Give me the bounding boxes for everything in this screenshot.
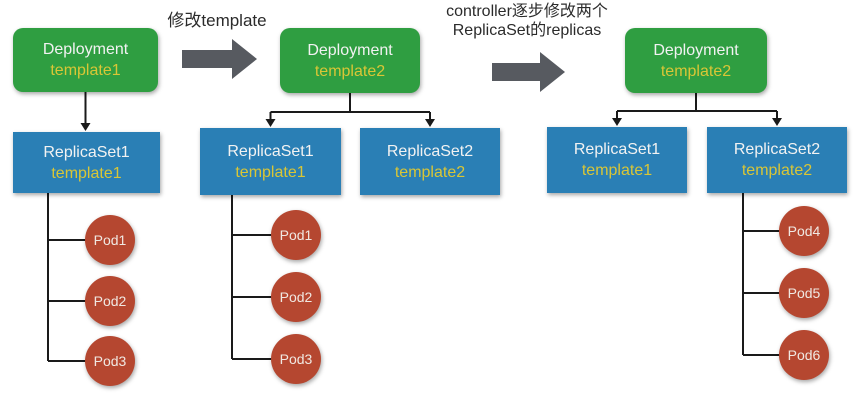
replicaset-name: ReplicaSet1 xyxy=(227,142,314,160)
replicaset1-node-stage3: ReplicaSet1 template1 xyxy=(547,127,687,193)
deployment-node-stage2: Deployment template2 xyxy=(280,28,420,93)
replicaset2-node-stage2: ReplicaSet2 template2 xyxy=(360,128,500,195)
transition-label-text: 修改template xyxy=(167,11,267,30)
replicaset-template: template1 xyxy=(51,164,122,182)
pod-tree-stage3 xyxy=(742,193,780,356)
pod-node-stage3-pod6: Pod6 xyxy=(779,330,829,380)
transition-label-line1: controller逐步修改两个 xyxy=(446,3,608,20)
arrowhead-stage1-rs1 xyxy=(80,123,91,131)
replicaset-template: template1 xyxy=(235,163,306,181)
transition-label-modify-template: 修改template xyxy=(137,6,297,31)
arrowhead-stage2-rs2 xyxy=(425,119,435,127)
deployment-node-stage1: Deployment template1 xyxy=(13,28,158,92)
pod-node-stage2-pod2: Pod2 xyxy=(271,272,321,322)
replicaset-template: template2 xyxy=(394,163,466,181)
pod-node-stage1-pod2: Pod2 xyxy=(85,276,135,326)
transition-arrow-2 xyxy=(492,52,565,92)
replicaset-name: ReplicaSet1 xyxy=(573,141,661,158)
arrowhead-stage3-rs2 xyxy=(772,118,782,126)
deployment-name: Deployment xyxy=(653,41,739,59)
replicaset1-node-stage2: ReplicaSet1 template1 xyxy=(200,128,341,195)
arrowhead-stage2-rs1 xyxy=(265,119,276,127)
pod-node-stage2-pod3: Pod3 xyxy=(271,334,321,384)
replicaset-template: template2 xyxy=(741,162,813,179)
transition-arrow-1 xyxy=(182,39,257,79)
replicaset-name: ReplicaSet2 xyxy=(733,141,821,158)
transition-label-line2: ReplicaSet的replicas xyxy=(452,22,602,39)
deployment-name: Deployment xyxy=(42,41,129,58)
deployment-template: template1 xyxy=(50,62,121,79)
pod-node-stage1-pod1: Pod1 xyxy=(85,215,135,265)
deployment-node-stage3: Deployment template2 xyxy=(625,28,767,93)
replicaset-name: ReplicaSet1 xyxy=(43,143,130,161)
arrowhead-stage3-rs1 xyxy=(612,118,622,126)
deployment-name: Deployment xyxy=(307,41,393,59)
connector-stage2-branch xyxy=(269,93,431,119)
connector-stage3-branch xyxy=(616,93,778,118)
replicaset-template: template1 xyxy=(581,162,653,179)
deployment-template: template2 xyxy=(314,62,386,80)
deployment-template: template2 xyxy=(660,62,732,80)
replicaset-name: ReplicaSet2 xyxy=(386,142,474,160)
pod-tree-stage1 xyxy=(47,193,86,362)
pod-node-stage3-pod4: Pod4 xyxy=(779,206,829,256)
pod-node-stage1-pod3: Pod3 xyxy=(85,336,135,386)
replicaset2-node-stage3: ReplicaSet2 template2 xyxy=(707,127,847,193)
pod-tree-stage2 xyxy=(231,195,272,360)
pod-node-stage2-pod1: Pod1 xyxy=(271,210,321,260)
replicaset1-node-stage1: ReplicaSet1 template1 xyxy=(13,132,160,193)
pod-node-stage3-pod5: Pod5 xyxy=(779,268,829,318)
transition-label-controller-replicas: controller逐步修改两个 ReplicaSet的replicas xyxy=(427,2,627,40)
